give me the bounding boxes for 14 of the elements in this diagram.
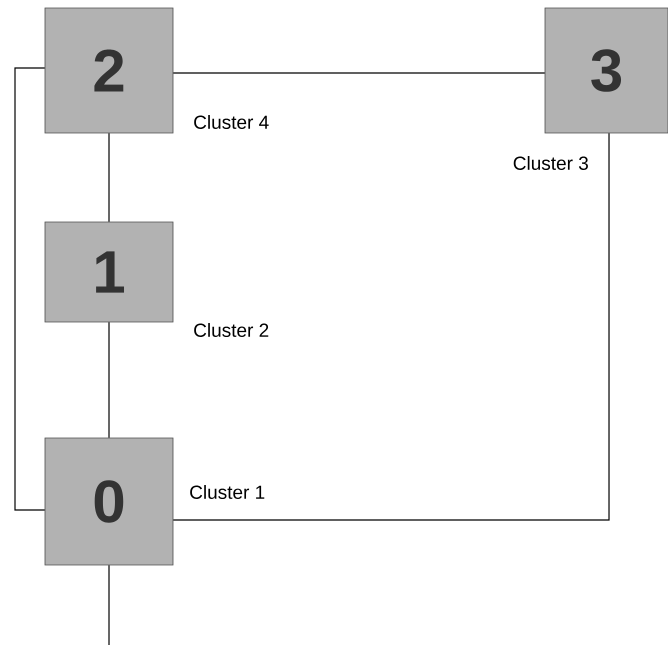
shaded-box: 3 <box>544 8 668 134</box>
connector-line <box>173 133 610 521</box>
cluster-label: Cluster 1 <box>190 485 264 499</box>
shaded-box: 1 <box>44 222 174 322</box>
cluster-label: Cluster 4 <box>194 115 269 129</box>
connector-line <box>108 565 110 645</box>
connector-line <box>108 322 110 438</box>
connector-line <box>14 67 45 511</box>
cluster-label: Cluster 2 <box>194 323 268 337</box>
cluster-label: Cluster 3 <box>514 156 588 170</box>
connector-line <box>108 133 110 222</box>
shaded-box: 0 <box>44 438 174 566</box>
shaded-box: 2 <box>44 8 174 134</box>
connector-line <box>173 72 545 74</box>
